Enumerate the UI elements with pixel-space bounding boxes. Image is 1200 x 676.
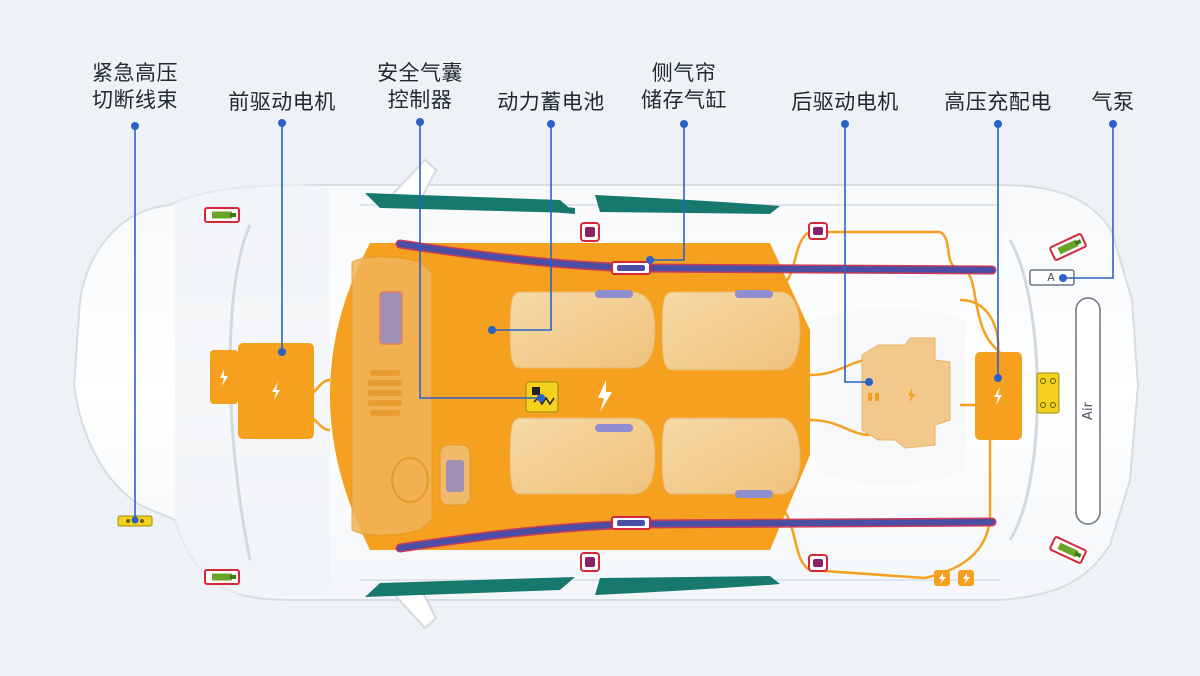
air-pump-label: A — [1047, 271, 1055, 284]
label-hv-distribution: 高压充配电 — [944, 90, 1052, 114]
front-motor — [210, 343, 314, 439]
callout-dots — [131, 118, 1117, 524]
label-airbag-controller: 安全气囊 控制器 — [377, 61, 463, 112]
seat-front-left — [509, 290, 656, 369]
label-hv-cutoff-harness: 紧急高压 切断线束 — [92, 61, 178, 112]
curtain-inflator-left — [611, 261, 651, 275]
seat-rear-right — [661, 417, 801, 498]
impact-sensors — [580, 222, 828, 572]
label-power-battery: 动力蓄电池 — [497, 90, 605, 114]
air-tank-label: Air — [1081, 401, 1096, 420]
curtain-inflator-right — [611, 516, 651, 530]
rear-motor — [861, 337, 951, 449]
label-rear-motor: 后驱动电机 — [791, 90, 899, 114]
seat-front-right — [509, 417, 656, 495]
dashboard — [351, 256, 471, 536]
hv-distribution-unit — [975, 352, 1022, 440]
seat-rear-left — [661, 290, 801, 371]
yellow-connector-rear — [1036, 372, 1060, 414]
callout-lines — [134, 122, 1114, 520]
air-tank — [1075, 297, 1101, 525]
label-curtain-inflator: 侧气帘 储存气缸 — [641, 61, 727, 112]
seats — [509, 290, 801, 498]
hv-fuse-icons — [934, 570, 974, 586]
label-front-motor: 前驱动电机 — [228, 90, 336, 114]
label-air-pump: 气泵 — [1091, 90, 1135, 114]
side-windows — [362, 193, 780, 597]
battery-bolt-icon — [598, 380, 612, 412]
